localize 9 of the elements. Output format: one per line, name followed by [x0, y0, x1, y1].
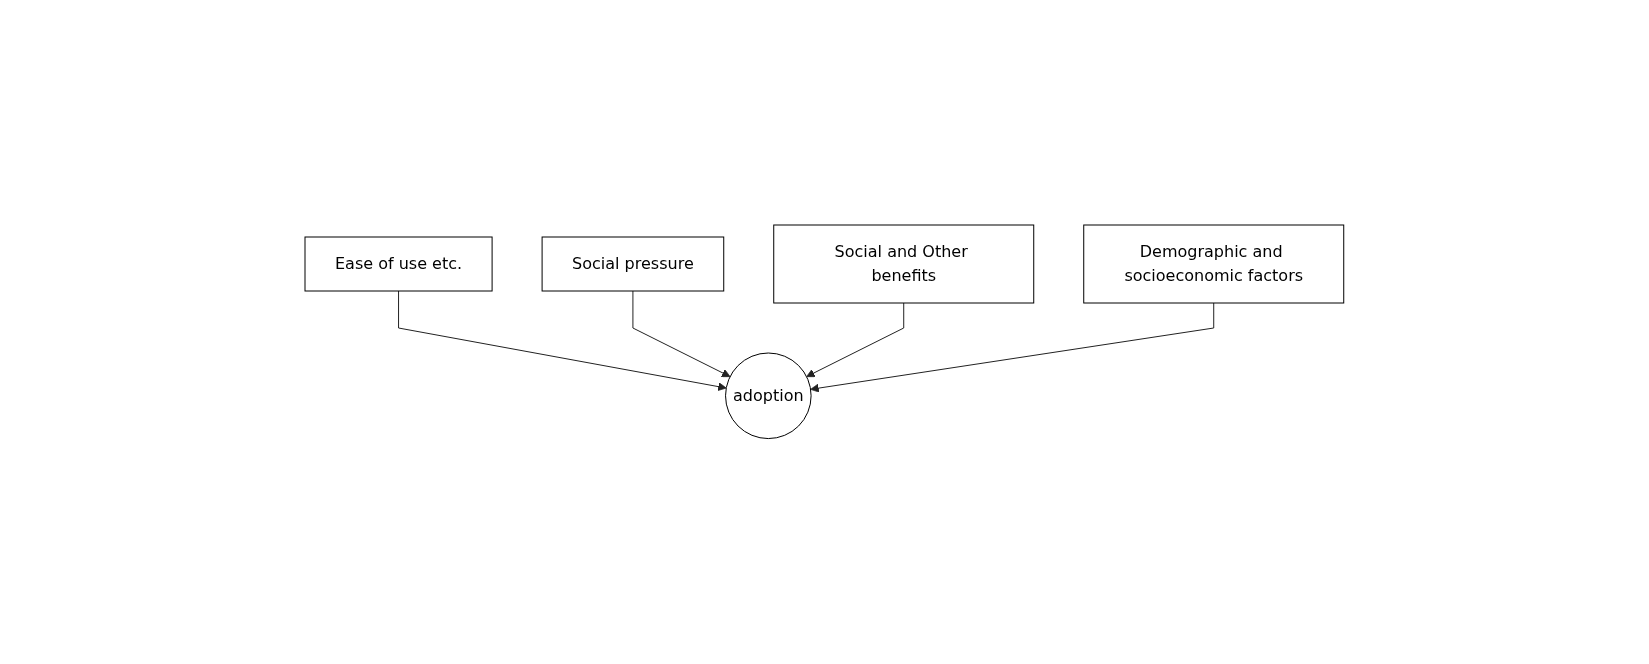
node-box: Ease of use etc.: [304, 236, 493, 292]
node-box: Social pressure: [541, 236, 725, 292]
node-circle: adoption: [725, 352, 812, 440]
arrow: [398, 290, 727, 392]
arrow: [632, 290, 731, 378]
arrow: [806, 302, 905, 378]
node-box: Social and Other benefits: [773, 224, 1035, 304]
arrow: [810, 302, 1215, 393]
node-box: Demographic and socioeconomic factors: [1083, 224, 1345, 304]
